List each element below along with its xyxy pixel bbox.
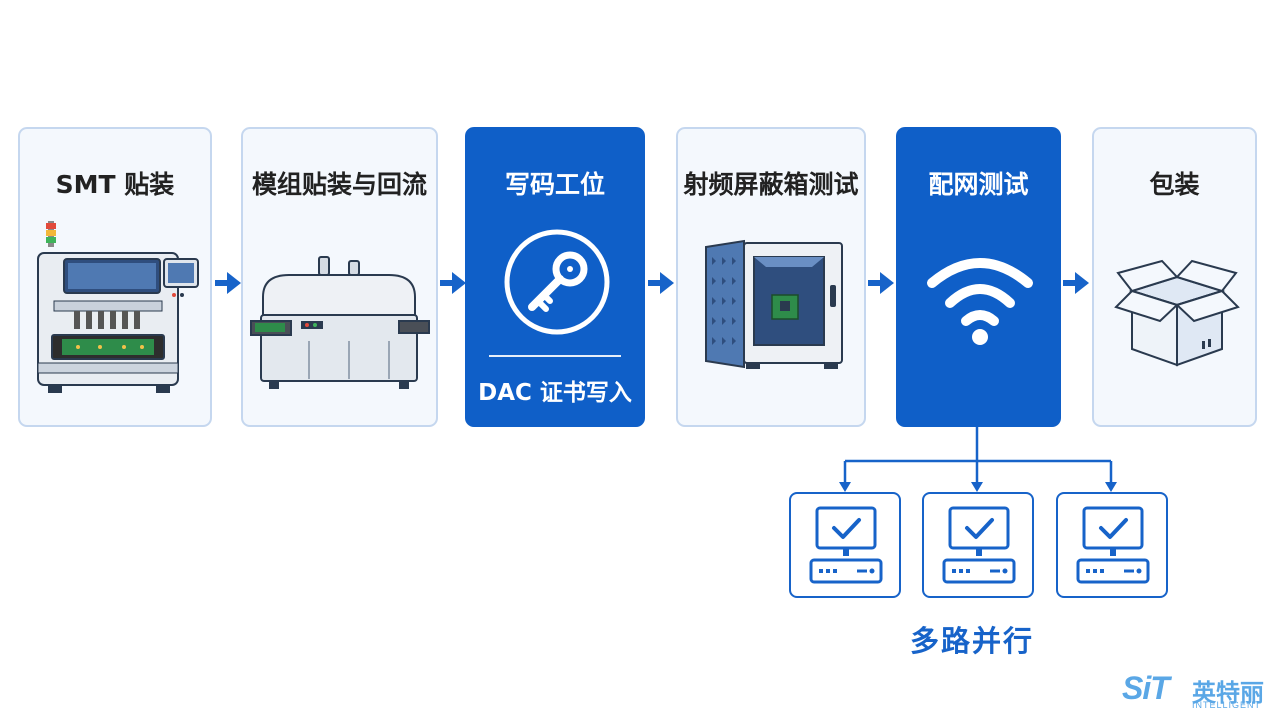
flow-arrow-icon [1063,272,1089,294]
key-icon [504,229,610,335]
flow-arrow-icon [648,272,674,294]
step-title: 写码工位 [504,170,605,199]
test-station-check-icon [1076,506,1150,584]
flow-arrow-icon [440,272,466,294]
step-title: SMT 贴装 [55,170,175,199]
divider [489,355,621,357]
test-station-check-icon [942,506,1016,584]
test-station-check-icon [809,506,883,584]
test-station-3 [1056,492,1168,598]
test-station-2 [922,492,1034,598]
step-card-network-test: 配网测试 [896,127,1061,427]
step-card-code-writing: 写码工位 DAC 证书写入 [465,127,645,427]
logo-name: 英特丽 [1192,679,1264,707]
flow-arrow-icon [868,272,894,294]
step-card-smt: SMT 贴装 [18,127,212,427]
step-title: 射频屏蔽箱测试 [683,170,859,199]
step-card-reflow: 模组贴装与回流 [241,127,438,427]
parallel-label: 多路并行 [910,624,1035,658]
wifi-icon [927,258,1033,345]
logo-mark: SiT [1122,670,1170,706]
package-box-icon [1114,259,1240,367]
step-subtitle: DAC 证书写入 [478,380,632,406]
step-title: 包装 [1149,170,1200,199]
step-title: 配网测试 [928,170,1029,199]
flow-arrow-icon [215,272,241,294]
company-logo: SiT 英特丽 INTELLIGENT [1122,670,1272,712]
step-card-rf-shield-test: 射频屏蔽箱测试 [676,127,866,427]
step-title: 模组贴装与回流 [251,170,427,199]
rf-shield-box-icon [705,239,843,369]
reflow-oven-icon [250,256,430,389]
pick-and-place-machine-icon [37,221,199,393]
step-card-packaging: 包装 [1092,127,1257,427]
test-station-1 [789,492,901,598]
logo-name-en: INTELLIGENT [1192,700,1262,710]
